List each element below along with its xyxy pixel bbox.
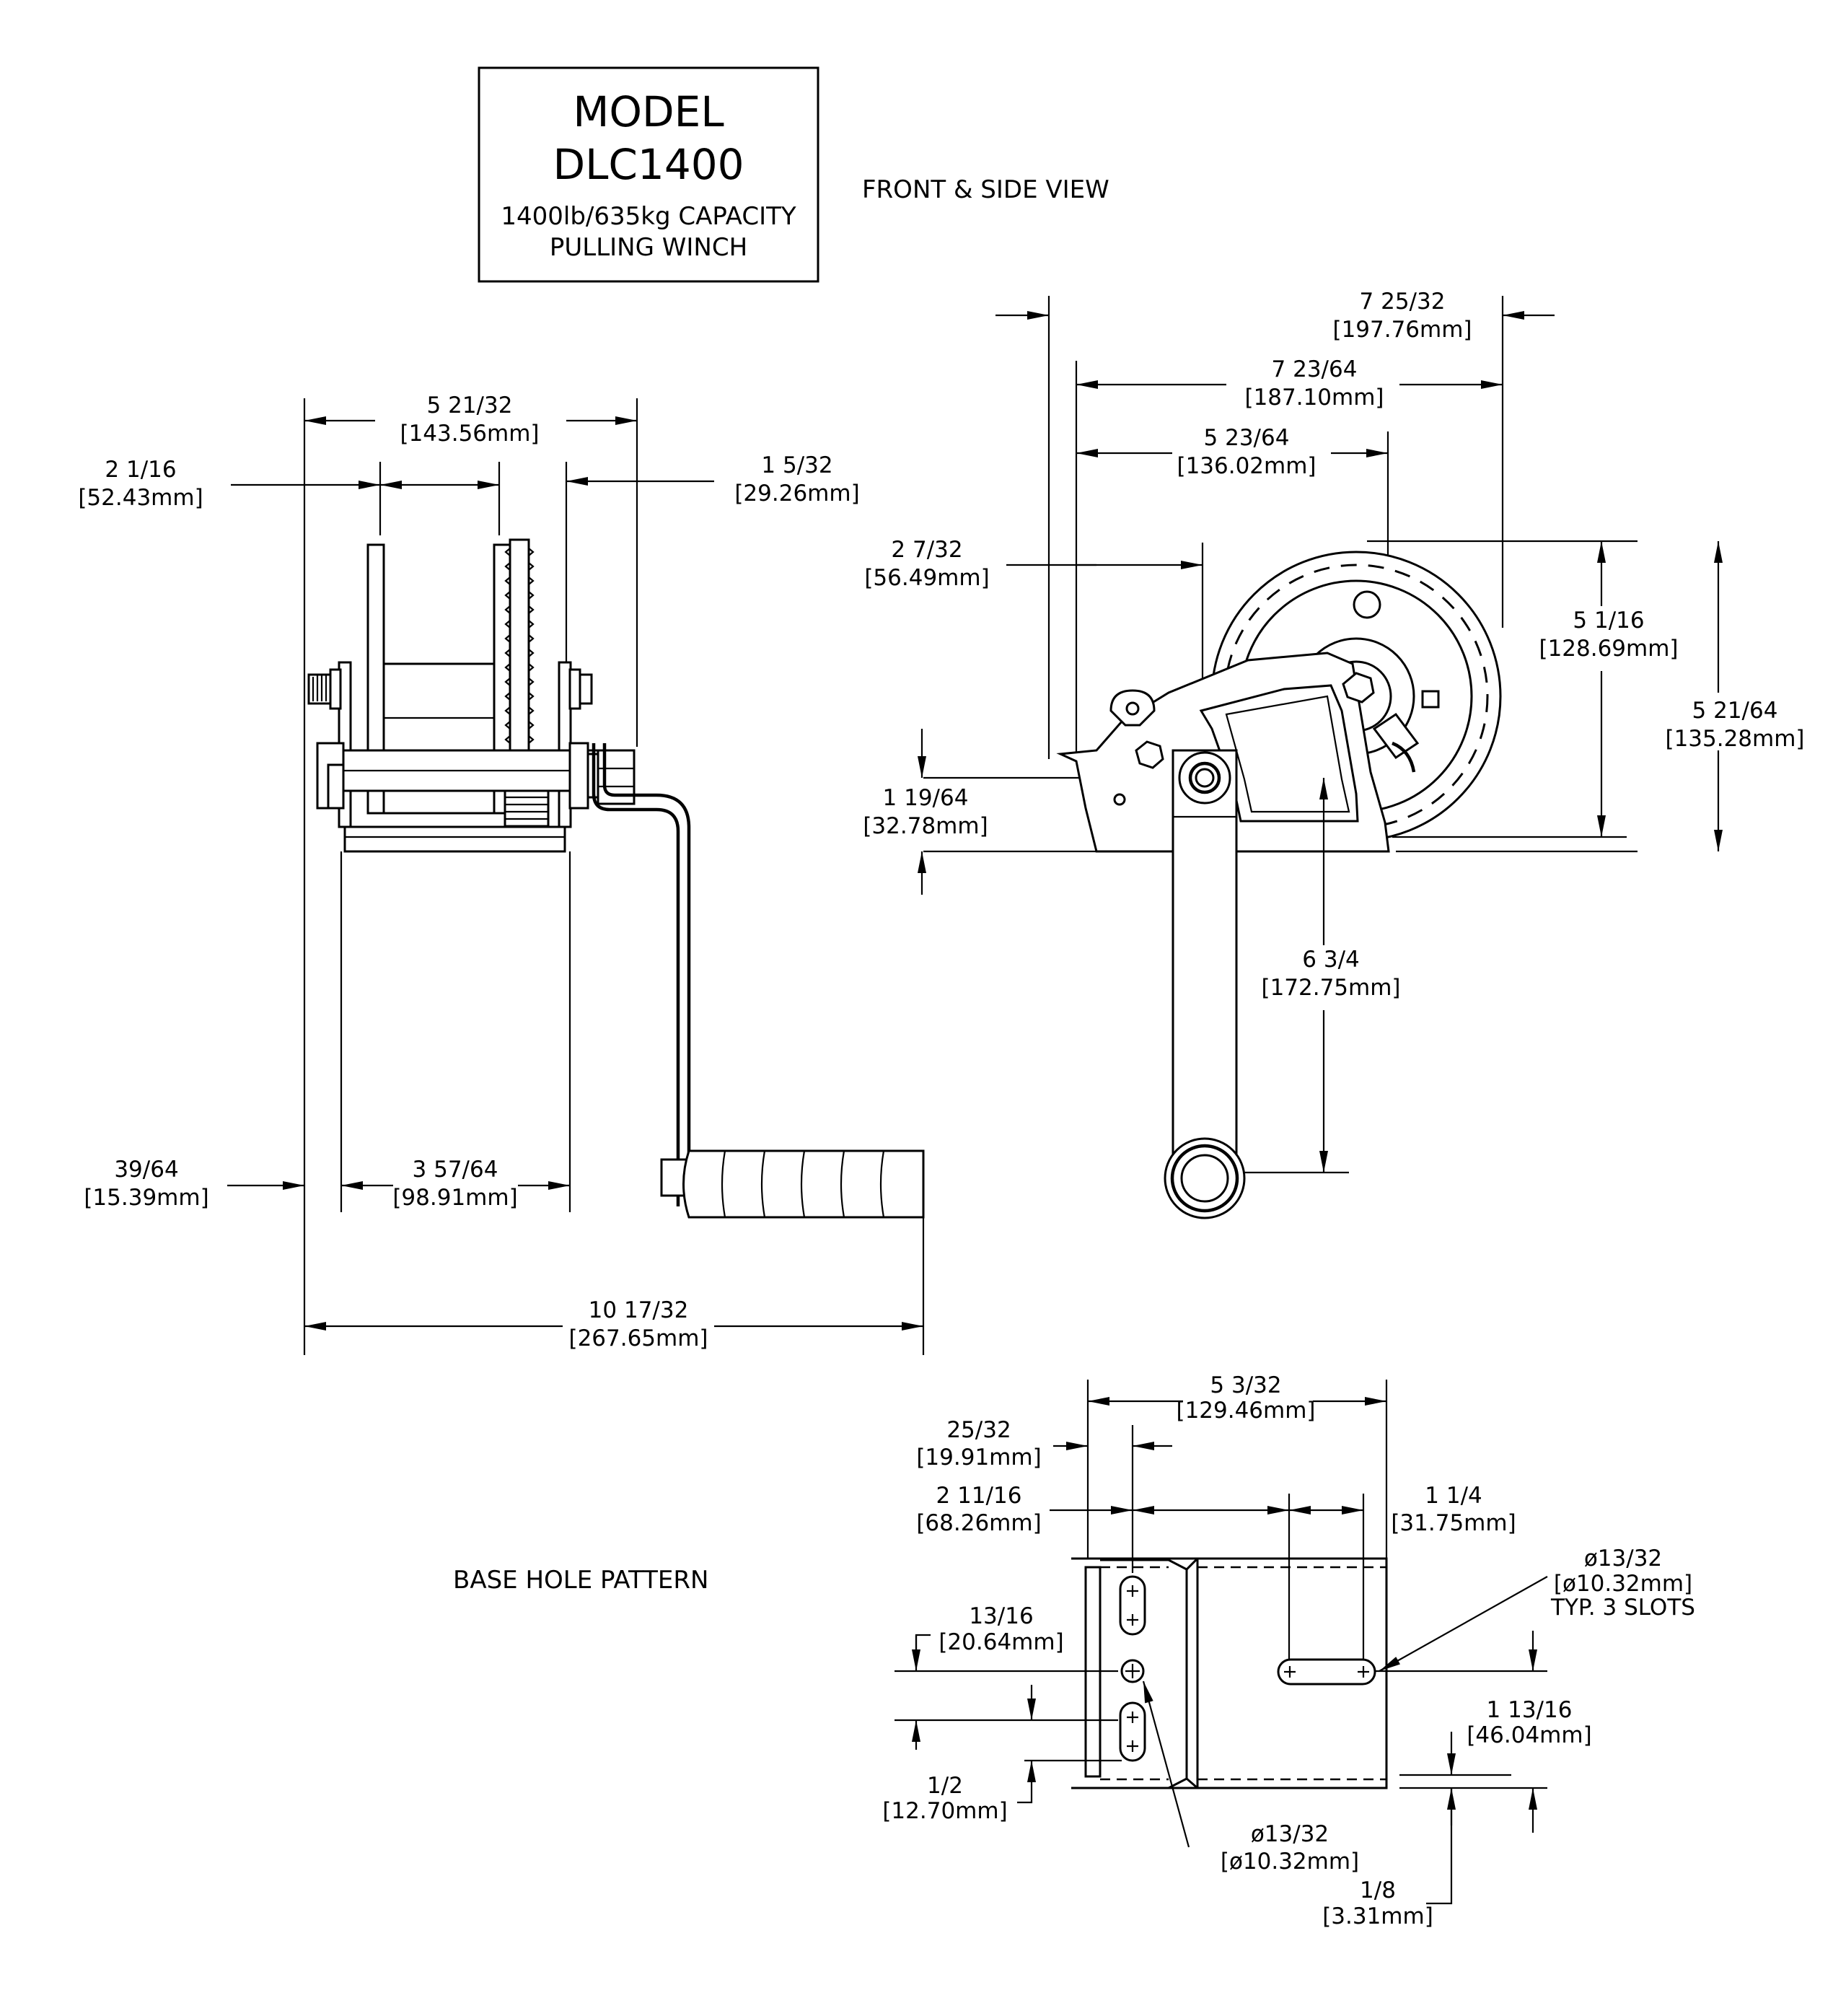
dim-gear-offset-imp: 1 5/32 — [761, 452, 832, 478]
dim-hole-dia-met: [ø10.32mm] — [1221, 1849, 1359, 1875]
title-capacity: 1400lb/635kg CAPACITY — [501, 202, 796, 231]
title-type: PULLING WINCH — [550, 233, 747, 262]
title-model: MODEL — [573, 87, 724, 136]
title-model-number: DLC1400 — [553, 140, 744, 189]
dim-base-length-met: [129.46mm] — [1176, 1398, 1315, 1424]
dim-slot-dia-met: [ø10.32mm] — [1554, 1571, 1692, 1597]
dim-side-total-met: [197.76mm] — [1332, 317, 1472, 343]
dim-slot-note: TYP. 3 SLOTS — [1550, 1595, 1695, 1621]
dim-base-length-imp: 5 3/32 — [1210, 1372, 1281, 1398]
dim-handle-met: [172.75mm] — [1261, 975, 1400, 1001]
dim-gear-offset-met: [29.26mm] — [734, 481, 859, 507]
dim-slot-length-met: [31.75mm] — [1391, 1510, 1516, 1536]
dim-side-len3-met: [136.02mm] — [1177, 453, 1316, 479]
dim-hole-spacing-met: [20.64mm] — [939, 1629, 1063, 1655]
dim-hole-offset-met: [19.91mm] — [916, 1445, 1041, 1471]
front-view — [303, 398, 925, 1355]
dim-gear-height-imp: 5 1/16 — [1573, 608, 1644, 634]
dim-spool-imp: 2 1/16 — [105, 457, 176, 483]
dim-hole-spacing-imp: 13/16 — [969, 1603, 1033, 1629]
dim-drum-height-imp: 1 19/64 — [883, 785, 969, 811]
front-side-view-label: FRONT & SIDE VIEW — [862, 175, 1109, 204]
dim-front-width-imp: 5 21/32 — [427, 393, 513, 418]
dim-slot-dia-imp: ø13/32 — [1584, 1546, 1662, 1572]
base-view — [1071, 1380, 1388, 1789]
dim-total-height-met: [135.28mm] — [1665, 726, 1804, 752]
dim-side-len3-imp: 5 23/64 — [1204, 425, 1290, 451]
dim-front-width-met: [143.56mm] — [400, 421, 539, 447]
dim-hole-span-imp: 2 11/16 — [936, 1483, 1022, 1509]
dim-drum-height-met: [32.78mm] — [863, 813, 988, 839]
dim-side-width-met: [46.04mm] — [1467, 1722, 1591, 1748]
dim-slot-width-imp: 1/2 — [927, 1773, 963, 1799]
dim-side-len4-imp: 2 7/32 — [891, 537, 962, 563]
dim-left-offset-imp: 39/64 — [114, 1157, 178, 1183]
base-view-dimensions: 5 3/32 [129.46mm] 25/32 [19.91mm] 2 11/1… — [882, 1372, 1695, 1929]
dim-total-width-met: [267.65mm] — [568, 1325, 708, 1351]
dim-side-len2-met: [187.10mm] — [1244, 385, 1384, 411]
dim-base-width-imp: 3 57/64 — [413, 1157, 498, 1183]
dim-left-offset-met: [15.39mm] — [84, 1185, 208, 1211]
dim-total-width-imp: 10 17/32 — [589, 1297, 689, 1323]
dim-side-total-imp: 7 25/32 — [1360, 289, 1446, 315]
dim-handle-imp: 6 3/4 — [1302, 947, 1359, 973]
front-view-dimensions: 5 21/32 [143.56mm] 2 1/16 [52.43mm] 1 5/… — [78, 393, 923, 1351]
dim-hole-dia-imp: ø13/32 — [1251, 1821, 1329, 1847]
side-view-dimensions: 7 25/32 [197.76mm] 7 23/64 [187.10mm] 5 … — [863, 289, 1805, 1173]
dim-base-width-met: [98.91mm] — [392, 1185, 517, 1211]
dim-side-len4-met: [56.49mm] — [864, 565, 989, 591]
dim-hole-offset-imp: 25/32 — [946, 1417, 1011, 1443]
dim-slot-width-met: [12.70mm] — [882, 1798, 1007, 1824]
base-hole-pattern-label: BASE HOLE PATTERN — [453, 1566, 708, 1595]
dim-side-width-imp: 1 13/16 — [1487, 1697, 1573, 1723]
dim-spool-met: [52.43mm] — [78, 485, 203, 511]
dim-gear-height-met: [128.69mm] — [1539, 636, 1678, 662]
dim-side-len2-imp: 7 23/64 — [1272, 356, 1358, 382]
dim-slot-length-imp: 1 1/4 — [1425, 1483, 1482, 1509]
title-block: MODEL DLC1400 1400lb/635kg CAPACITY PULL… — [478, 66, 819, 283]
dim-flange-imp: 1/8 — [1360, 1877, 1396, 1903]
side-view — [923, 296, 1638, 1219]
dim-flange-met: [3.31mm] — [1322, 1903, 1433, 1929]
dim-hole-span-met: [68.26mm] — [916, 1510, 1041, 1536]
dim-total-height-imp: 5 21/64 — [1692, 698, 1778, 724]
